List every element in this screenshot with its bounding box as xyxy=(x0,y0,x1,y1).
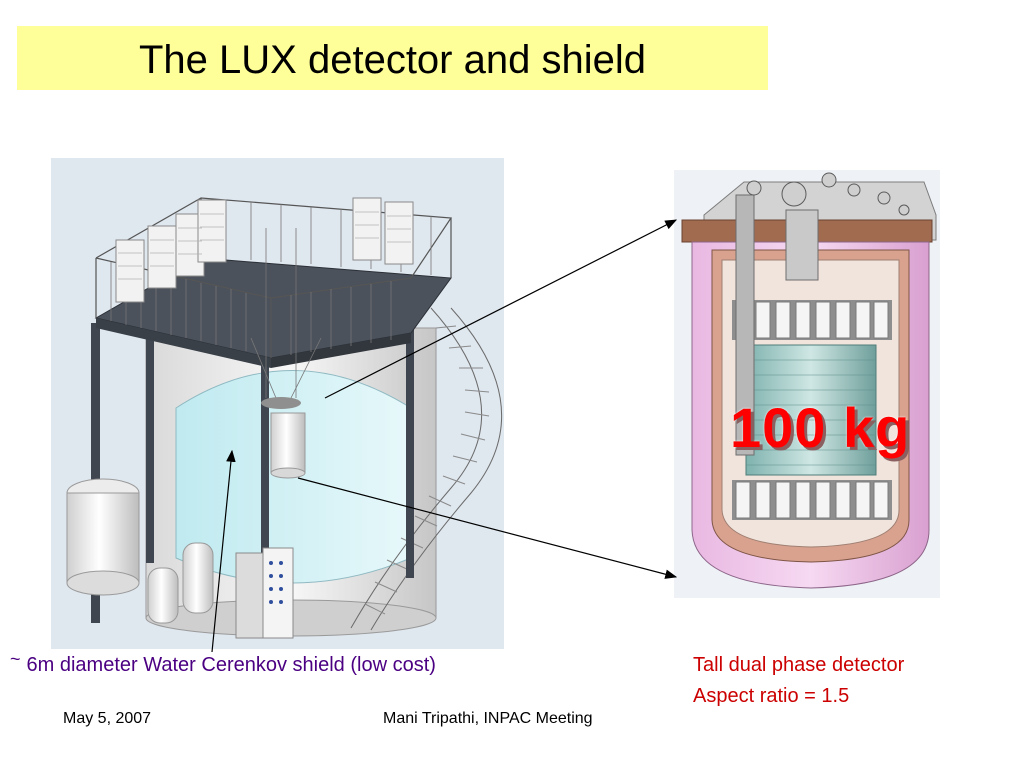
water-shield-illustration xyxy=(51,158,504,649)
shield-caption-text: 6m diameter Water Cerenkov shield (low c… xyxy=(26,654,436,676)
detector-caption-line1: Tall dual phase detector xyxy=(693,654,905,676)
shield-caption: ~6m diameter Water Cerenkov shield (low … xyxy=(10,649,436,677)
detector-cross-section-illustration xyxy=(674,170,940,598)
footer-date: May 5, 2007 xyxy=(63,710,152,727)
slide-title: The LUX detector and shield xyxy=(139,38,646,82)
caption-tilde: ~ xyxy=(10,649,21,669)
title-banner: The LUX detector and shield xyxy=(17,26,768,90)
footer-author: Mani Tripathi, INPAC Meeting xyxy=(383,710,593,727)
detector-caption-line2: Aspect ratio = 1.5 xyxy=(693,685,850,707)
detector-mass-label: 100 kg xyxy=(730,396,911,459)
